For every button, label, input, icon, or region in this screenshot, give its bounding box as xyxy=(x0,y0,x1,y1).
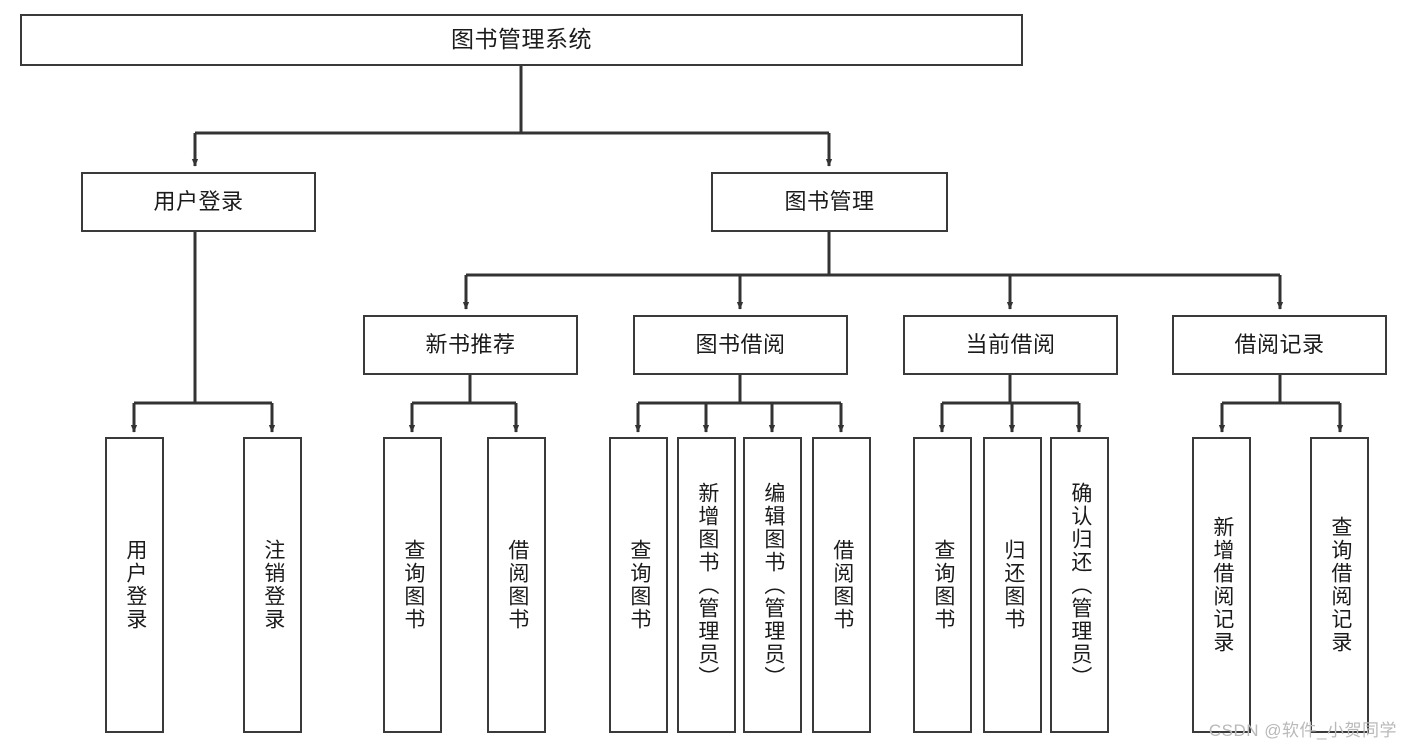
leaf-current-return-book[interactable]: 归还图书 xyxy=(983,437,1042,733)
node-label: 归还图书 xyxy=(1001,539,1025,631)
node-user-login[interactable]: 用户登录 xyxy=(81,172,316,232)
watermark-text: CSDN @软件_小贺同学 xyxy=(1208,721,1397,740)
leaf-recommend-query-book[interactable]: 查询图书 xyxy=(383,437,442,733)
node-label: 图书借阅 xyxy=(695,331,786,357)
node-label: 编辑图书（管理员） xyxy=(761,481,785,689)
leaf-recommend-borrow-book[interactable]: 借阅图书 xyxy=(487,437,546,733)
node-label: 查询图书 xyxy=(931,539,955,631)
node-label: 查询图书 xyxy=(627,539,651,631)
node-label: 当前借阅 xyxy=(965,331,1056,357)
node-root-system[interactable]: 图书管理系统 xyxy=(20,14,1023,66)
leaf-borrow-add-book[interactable]: 新增图书（管理员） xyxy=(677,437,736,733)
node-label: 新增图书（管理员） xyxy=(695,481,719,689)
leaf-borrow-query-book[interactable]: 查询图书 xyxy=(609,437,668,733)
node-label: 新书推荐 xyxy=(425,331,516,357)
node-label: 借阅记录 xyxy=(1234,331,1325,357)
leaf-record-add-record[interactable]: 新增借阅记录 xyxy=(1192,437,1251,733)
leaf-borrow-edit-book[interactable]: 编辑图书（管理员） xyxy=(743,437,802,733)
node-label: 查询借阅记录 xyxy=(1328,516,1352,654)
leaf-current-confirm-return[interactable]: 确认归还（管理员） xyxy=(1050,437,1109,733)
leaf-record-query-record[interactable]: 查询借阅记录 xyxy=(1310,437,1369,733)
leaf-user-login-login[interactable]: 用户登录 xyxy=(105,437,164,733)
node-label: 注销登录 xyxy=(261,539,285,631)
node-label: 图书管理系统 xyxy=(451,26,592,53)
node-new-book-recommend[interactable]: 新书推荐 xyxy=(363,315,578,375)
node-current-borrow[interactable]: 当前借阅 xyxy=(903,315,1118,375)
node-label: 新增借阅记录 xyxy=(1210,516,1234,654)
node-label: 确认归还（管理员） xyxy=(1068,481,1092,689)
leaf-user-login-logout[interactable]: 注销登录 xyxy=(243,437,302,733)
node-book-management[interactable]: 图书管理 xyxy=(711,172,948,232)
node-borrow-record[interactable]: 借阅记录 xyxy=(1172,315,1387,375)
leaf-current-query-book[interactable]: 查询图书 xyxy=(913,437,972,733)
node-label: 借阅图书 xyxy=(505,539,529,631)
leaf-borrow-borrow-book[interactable]: 借阅图书 xyxy=(812,437,871,733)
node-label: 图书管理 xyxy=(784,188,875,214)
node-label: 用户登录 xyxy=(123,539,147,631)
node-label: 用户登录 xyxy=(153,188,244,214)
node-label: 借阅图书 xyxy=(830,539,854,631)
node-book-borrow[interactable]: 图书借阅 xyxy=(633,315,848,375)
node-label: 查询图书 xyxy=(401,539,425,631)
